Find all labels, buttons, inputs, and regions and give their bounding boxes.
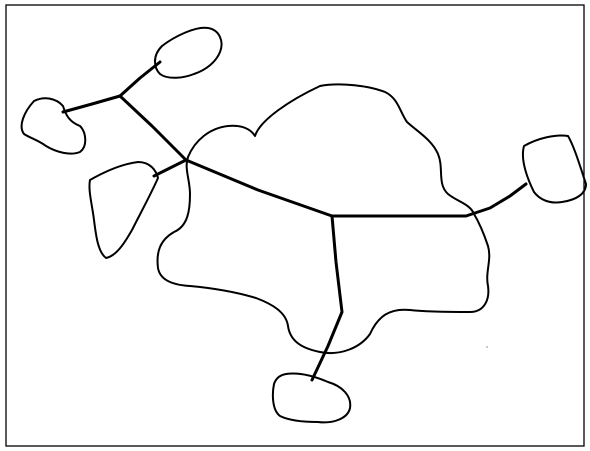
- hub-c-to-bottom-blob: [312, 216, 342, 380]
- hub-b-to-hub-c: [186, 160, 332, 216]
- connector-lines: [63, 62, 526, 380]
- top-left-blob-to-hub-a: [120, 62, 160, 96]
- left-center-blob: [89, 162, 158, 258]
- left-blob-to-hub-a: [63, 96, 120, 112]
- hub-c-to-right-blob: [332, 184, 526, 216]
- canvas-frame: [6, 5, 584, 446]
- top-left-blob: [155, 28, 222, 78]
- left-center-blob-to-hub-b: [154, 160, 186, 176]
- central-blob: [158, 84, 490, 353]
- right-blob: [523, 135, 586, 202]
- hub-a-to-hub-b: [120, 96, 186, 160]
- left-blob: [22, 98, 86, 153]
- speck: [486, 346, 488, 348]
